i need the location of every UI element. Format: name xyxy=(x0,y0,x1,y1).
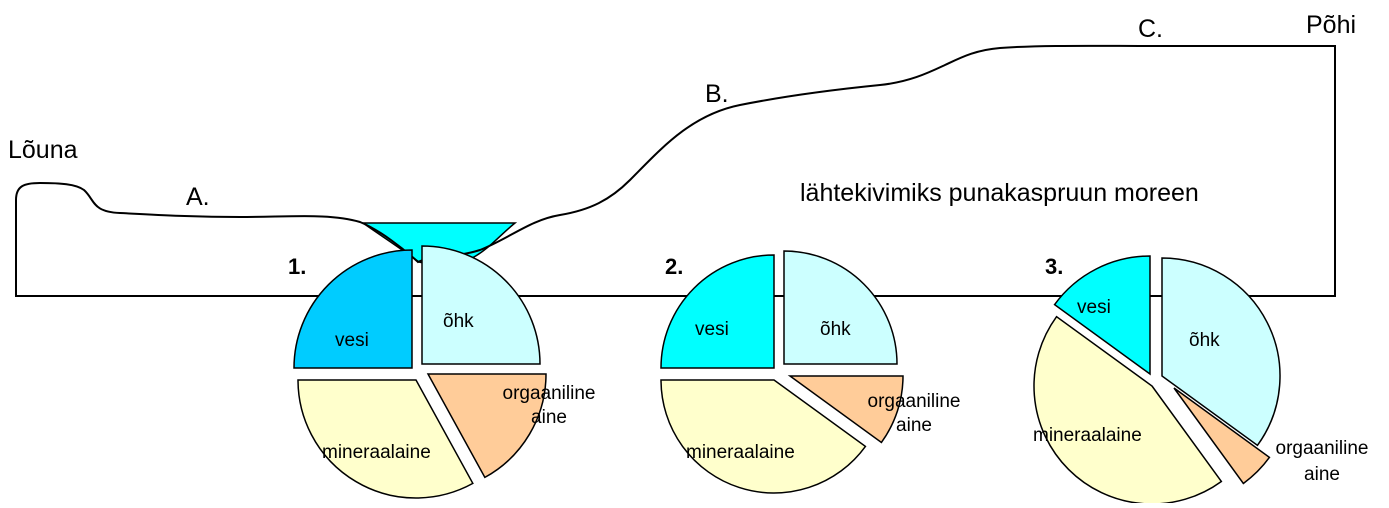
section-a-label: A. xyxy=(186,183,210,211)
pie3-label-vesi: vesi xyxy=(1077,297,1111,318)
pie3-slice-orgaaniline xyxy=(1173,387,1271,485)
pie2-label-mineraalaine: mineraalaine xyxy=(686,442,795,463)
pie1-slice-mineraalaine xyxy=(297,379,474,499)
pie3-slice-vesi xyxy=(1053,255,1151,376)
pie3-slice-mineraalaine xyxy=(1033,315,1223,505)
sample-2-number: 2. xyxy=(665,254,684,279)
pie1-slice-vesi xyxy=(293,249,413,369)
pie3-label-ohk: õhk xyxy=(1189,330,1220,351)
pie3-slice-ohk xyxy=(1161,257,1281,447)
pie1-label-orgaaniline: orgaaniline aine xyxy=(502,383,596,428)
pie2-slice-ohk xyxy=(783,250,898,365)
north-label: Põhi xyxy=(1306,11,1357,39)
pie3-label-mineraalaine: mineraalaine xyxy=(1033,425,1142,446)
section-c-label: C. xyxy=(1138,15,1163,43)
terrain-profile-line xyxy=(15,44,1336,297)
south-label: Lõuna xyxy=(8,136,78,164)
pie1-label-vesi: vesi xyxy=(335,330,369,351)
sample-3-number: 3. xyxy=(1045,254,1064,279)
pie1-label-mineraalaine: mineraalaine xyxy=(322,442,431,463)
pie2-slice-vesi xyxy=(660,254,775,369)
pie3-label-orgaaniline: orgaaniline aine xyxy=(1275,438,1369,485)
section-b-label: B. xyxy=(705,80,729,108)
parent-rock-label: lähtekivimiks punakaspruun moreen xyxy=(800,179,1199,207)
pie1-slice-ohk xyxy=(421,245,541,365)
pie2-slice-orgaaniline xyxy=(787,375,904,444)
pie1-label-ohk: õhk xyxy=(443,311,474,332)
pie2-label-vesi: vesi xyxy=(695,319,729,340)
sample-1-number: 1. xyxy=(288,254,307,279)
pie2-label-ohk: õhk xyxy=(820,319,851,340)
pie2-slice-mineraalaine xyxy=(660,379,867,494)
pie1-slice-orgaaniline xyxy=(426,373,547,479)
pie2-label-orgaaniline: orgaaniline aine xyxy=(867,391,961,436)
